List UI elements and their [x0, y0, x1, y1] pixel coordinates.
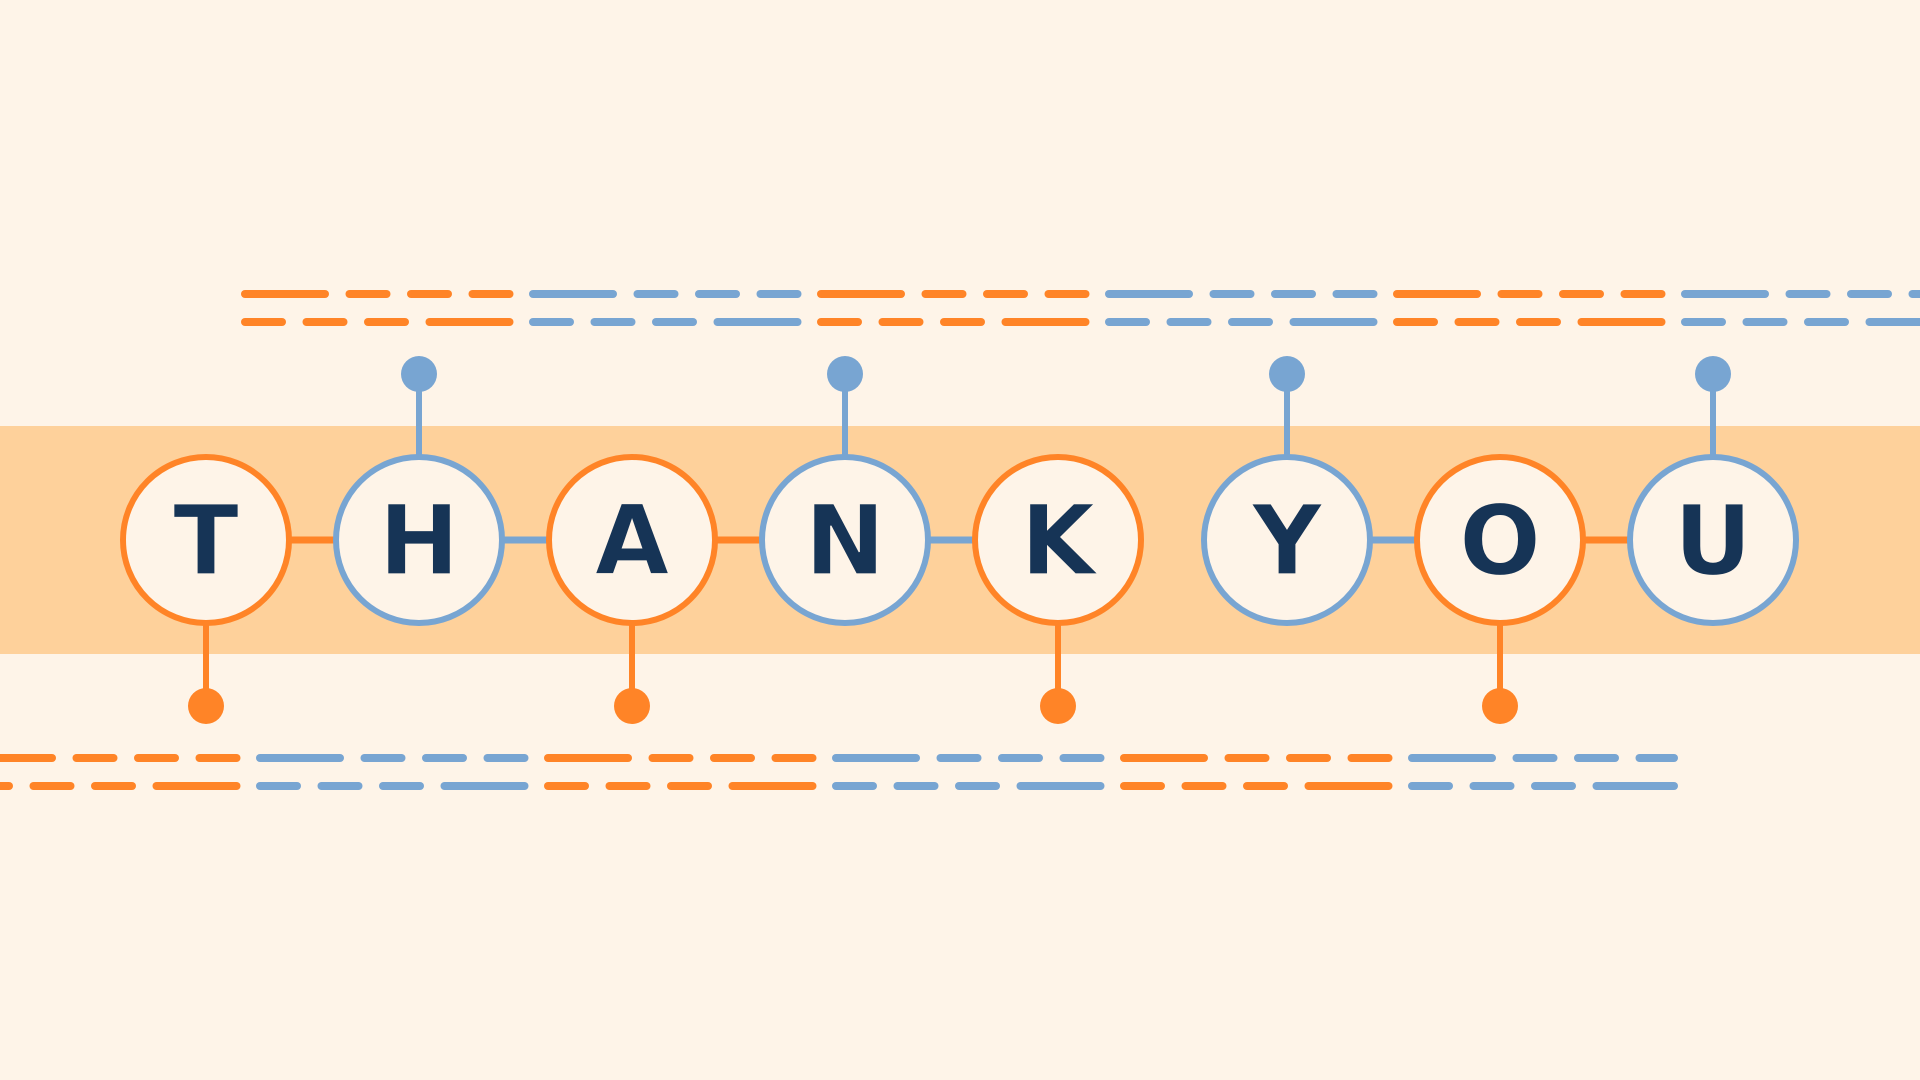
- letter-circle: [759, 454, 931, 626]
- letter-a: A: [595, 485, 669, 597]
- letter-u: U: [1674, 485, 1752, 597]
- pin-dot: [401, 356, 437, 392]
- pin-dot: [1040, 688, 1076, 724]
- letter-y: Y: [1251, 485, 1323, 597]
- pin-dot: [614, 688, 650, 724]
- letter-n: N: [805, 485, 885, 597]
- letter-circle: [120, 454, 292, 626]
- pin-dot: [827, 356, 863, 392]
- pin-dot: [1269, 356, 1305, 392]
- pin-dot: [188, 688, 224, 724]
- letter-circle: [1201, 454, 1373, 626]
- letter-o: O: [1459, 485, 1541, 597]
- letter-k: K: [1021, 485, 1099, 597]
- letter-t: T: [173, 485, 238, 597]
- letter-h: H: [379, 485, 459, 597]
- letter-circle: [1627, 454, 1799, 626]
- letter-circle: [972, 454, 1144, 626]
- letter-circle: [333, 454, 505, 626]
- letter-circle: [1414, 454, 1586, 626]
- pin-dot: [1695, 356, 1731, 392]
- pin-dot: [1482, 688, 1518, 724]
- letter-circle: [546, 454, 718, 626]
